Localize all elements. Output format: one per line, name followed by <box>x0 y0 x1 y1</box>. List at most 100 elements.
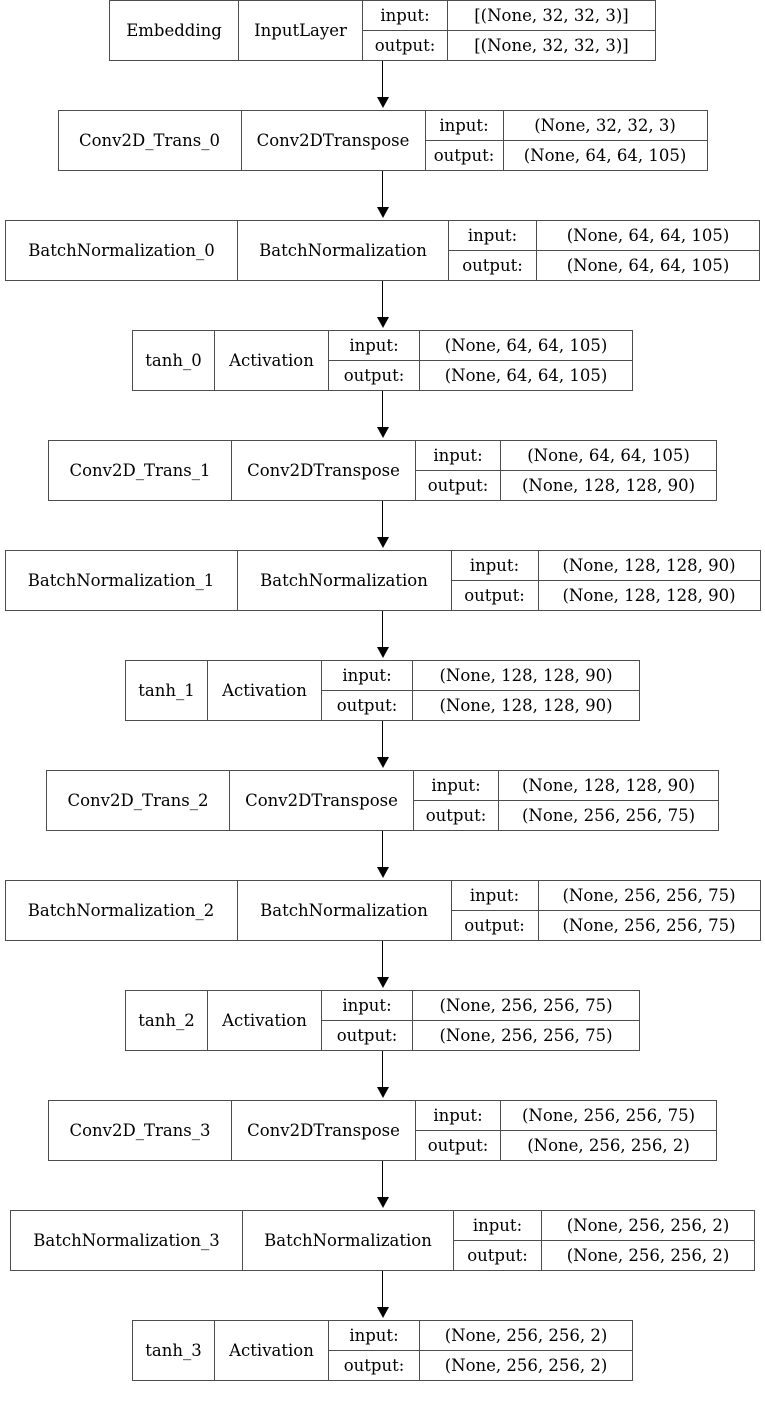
layer-output-row: output:(None, 256, 256, 2) <box>454 1240 754 1270</box>
output-label: output: <box>426 140 504 170</box>
output-shape-value: (None, 256, 256, 75) <box>562 915 736 935</box>
input-label: input: <box>414 771 499 800</box>
layer-shape-table: input:(None, 128, 128, 90)output: (None, … <box>451 551 760 610</box>
output-label: output: <box>416 470 501 500</box>
layer-type: Conv2DTranspose <box>232 1101 416 1160</box>
layer-type: Activation <box>215 1321 329 1380</box>
arrow-head <box>377 977 389 988</box>
output-shape-value: (None, 256, 256, 75) <box>521 805 696 825</box>
arrow-head <box>377 1197 389 1208</box>
input-label: input: <box>416 441 501 470</box>
layer-name: Conv2D_Trans_2 <box>47 771 230 830</box>
input-shape-value: (None, 64, 64, 105) <box>566 225 730 245</box>
input-label: input: <box>454 1211 542 1240</box>
layer-name: BatchNormalization_3 <box>11 1211 243 1270</box>
output-shape-value: (None, 128, 128, 90) <box>562 585 736 605</box>
arrow-head <box>377 647 389 658</box>
layer-output-row: output:(None, 256, 256, 75) <box>322 1020 639 1050</box>
output-label: output: <box>416 1130 501 1160</box>
arrow-head <box>377 97 389 108</box>
output-shape-value: (None, 256, 256, 2) <box>566 1245 730 1265</box>
input-shape-value: (None, 64, 64, 105) <box>527 445 690 465</box>
layer-name: tanh_1 <box>126 661 208 720</box>
layer-output-row: output:(None, 64, 64, 105) <box>329 360 632 390</box>
layer-type: Activation <box>208 991 322 1050</box>
arrow-head <box>377 1307 389 1318</box>
layer-name: BatchNormalization_2 <box>6 881 238 940</box>
arrow-down-icon <box>0 1161 765 1210</box>
input-shape-value: (None, 256, 256, 75) <box>439 995 613 1015</box>
layer-name: tanh_3 <box>133 1321 215 1380</box>
layer-type: InputLayer <box>239 1 363 60</box>
layer-input-row: input: (None, 64, 64, 105) <box>416 441 716 471</box>
input-shape-value: (None, 128, 128, 90) <box>521 775 696 795</box>
layer-shape-table: input:(None, 32, 32, 3)output:(None, 64,… <box>425 111 707 170</box>
input-shape-value: (None, 64, 64, 105) <box>444 335 608 355</box>
input-shape-value: [(None, 32, 32, 3)] <box>474 5 629 25</box>
output-shape-value: (None, 256, 256, 2) <box>444 1355 608 1375</box>
arrow-line <box>382 1161 384 1199</box>
output-shape-value: (None, 256, 256, 2) <box>527 1135 690 1155</box>
arrow-down-icon <box>0 941 765 990</box>
arrow-head <box>377 1087 389 1098</box>
layer-type: Conv2DTranspose <box>242 111 426 170</box>
layer-name: tanh_2 <box>126 991 208 1050</box>
layer-type: BatchNormalization <box>238 881 452 940</box>
layer-input-row: input:(None, 256, 256, 75) <box>451 881 760 911</box>
layer-type: BatchNormalization <box>243 1211 454 1270</box>
input-label: input: <box>322 991 413 1020</box>
output-shape-value: (None, 128, 128, 90) <box>439 695 613 715</box>
layer-type: Activation <box>215 331 329 390</box>
layer-shape-table: input: (None, 64, 64, 105) output: (None, 1… <box>416 441 716 500</box>
arrow-line <box>382 1271 384 1309</box>
input-label: input: <box>329 1321 420 1350</box>
arrow-down-icon <box>0 61 765 110</box>
layer-type: BatchNormalization <box>238 551 452 610</box>
layer-output-row: output:(None, 64, 64, 105) <box>449 250 759 280</box>
arrow-down-icon <box>0 281 765 330</box>
arrow-line <box>382 391 384 429</box>
arrow-head <box>377 757 389 768</box>
output-label: output: <box>329 360 420 390</box>
layer-name: Conv2D_Trans_1 <box>49 441 232 500</box>
layer-input-row: input:(None, 128, 128, 90) <box>322 661 639 691</box>
output-label: output: <box>452 910 539 940</box>
output-label: output: <box>363 30 448 60</box>
arrow-down-icon <box>0 501 765 550</box>
output-label: output: <box>329 1350 420 1380</box>
layer-input-row: input: (None, 128, 128, 90) <box>414 771 718 801</box>
arrow-down-icon <box>0 831 765 880</box>
arrow-head <box>377 207 389 218</box>
layer-output-row: output:(None, 128, 128, 90) <box>322 690 639 720</box>
input-shape-value: (None, 256, 256, 2) <box>566 1215 730 1235</box>
output-shape-value: (None, 128, 128, 90) <box>521 475 696 495</box>
input-shape-value: (None, 128, 128, 90) <box>439 665 613 685</box>
input-label: input: <box>426 111 504 140</box>
output-label: output: <box>452 580 539 610</box>
layer-type: Activation <box>208 661 322 720</box>
layer-input-row: input:(None, 128, 128, 90) <box>451 551 760 581</box>
arrow-down-icon <box>0 1271 765 1320</box>
